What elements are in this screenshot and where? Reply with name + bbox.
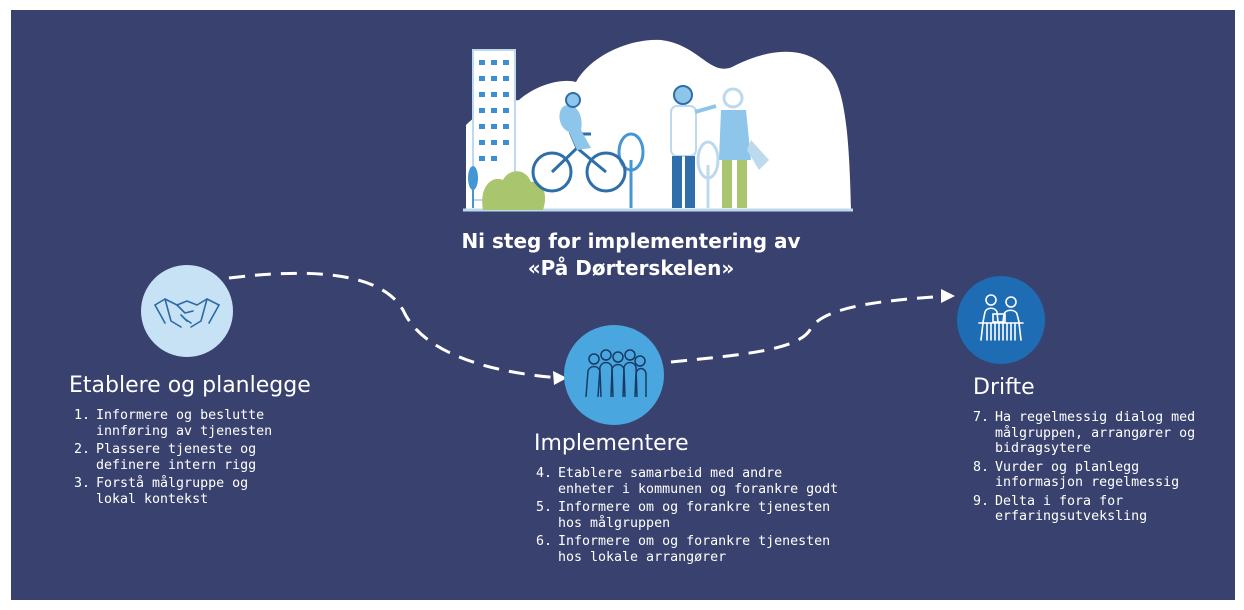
bush xyxy=(482,171,546,210)
arrow-head-1 xyxy=(553,371,567,385)
step-number: 5. xyxy=(536,500,553,515)
step-number: 7. xyxy=(973,410,990,425)
diagram-panel: Ni steg for implementering av «På Dørter… xyxy=(11,10,1235,600)
steps-list-drifte: 7. Ha regelmessig dialog med målgruppen, … xyxy=(973,410,1195,528)
arrow-head-2 xyxy=(941,289,955,303)
step-item: 5. Informere om og forankre tjenesten hos… xyxy=(536,500,838,531)
cloud-backdrop xyxy=(466,39,851,211)
step-item: 2. Plassere tjeneste og definere intern r… xyxy=(74,442,272,473)
step-text: Forstå målgruppe og lokal kontekst xyxy=(96,476,249,507)
man xyxy=(670,85,717,208)
step-item: 9. Delta i fora for erfaringsutveksling xyxy=(973,494,1195,525)
step-item: 3. Forstå målgruppe og lokal kontekst xyxy=(74,476,272,507)
people-group-icon xyxy=(585,349,647,398)
step-item: 1. Informere og beslutte innføring av tje… xyxy=(74,408,272,439)
step-text: Vurder og planlegg informasjon regelmess… xyxy=(995,459,1180,491)
dashed-path-2 xyxy=(670,294,947,364)
step-text: Delta i fora for erfaringsutveksling xyxy=(995,493,1148,525)
step-number: 3. xyxy=(74,476,91,491)
stage-circle-implementere xyxy=(564,325,664,425)
title-line-1: Ni steg for implementering av xyxy=(461,229,801,253)
stage-title-drifte: Drifte xyxy=(973,375,1035,400)
step-item: 6. Informere om og forankre tjenesten hos… xyxy=(536,534,838,565)
step-text: Etablere samarbeid med andre enheter i k… xyxy=(558,466,839,497)
meeting-icon xyxy=(978,294,1024,341)
step-item: 8. Vurder og planlegg informasjon regelme… xyxy=(973,460,1195,491)
stage-circle-etablere xyxy=(141,265,233,357)
step-number: 4. xyxy=(536,466,553,481)
steps-list-etablere: 1. Informere og beslutte innføring av tje… xyxy=(74,408,272,510)
step-number: 1. xyxy=(74,408,91,423)
stage-title-implementere: Implementere xyxy=(534,431,689,456)
steps-list-implementere: 4. Etablere samarbeid med andre enheter i… xyxy=(536,466,838,568)
trees xyxy=(468,132,720,208)
woman xyxy=(719,87,769,208)
handshake-icon xyxy=(154,298,220,328)
title-line-2: «På Dørterskelen» xyxy=(527,256,735,280)
building-windows xyxy=(479,60,509,161)
step-item: 7. Ha regelmessig dialog med målgruppen, … xyxy=(973,410,1195,457)
stage-title-etablere: Etablere og planlegge xyxy=(69,373,311,398)
step-text: Informere om og forankre tjenesten hos m… xyxy=(558,500,831,531)
step-text: Ha regelmessig dialog med målgruppen, ar… xyxy=(995,410,1196,456)
dashed-path-1 xyxy=(228,271,562,380)
step-text: Plassere tjeneste og definere intern rig… xyxy=(96,442,257,473)
step-number: 2. xyxy=(74,442,91,457)
step-number: 8. xyxy=(973,459,990,475)
step-text: Informere og beslutte innføring av tjene… xyxy=(96,408,273,439)
step-number: 9. xyxy=(973,493,990,509)
step-number: 6. xyxy=(536,534,553,549)
city-illustration xyxy=(228,39,955,385)
step-text: Informere om og forankre tjenesten hos l… xyxy=(558,534,831,565)
diagram-title: Ni steg for implementering av «På Dørter… xyxy=(391,228,871,282)
stage-circle-drifte xyxy=(957,276,1045,364)
step-item: 4. Etablere samarbeid med andre enheter i… xyxy=(536,466,838,497)
